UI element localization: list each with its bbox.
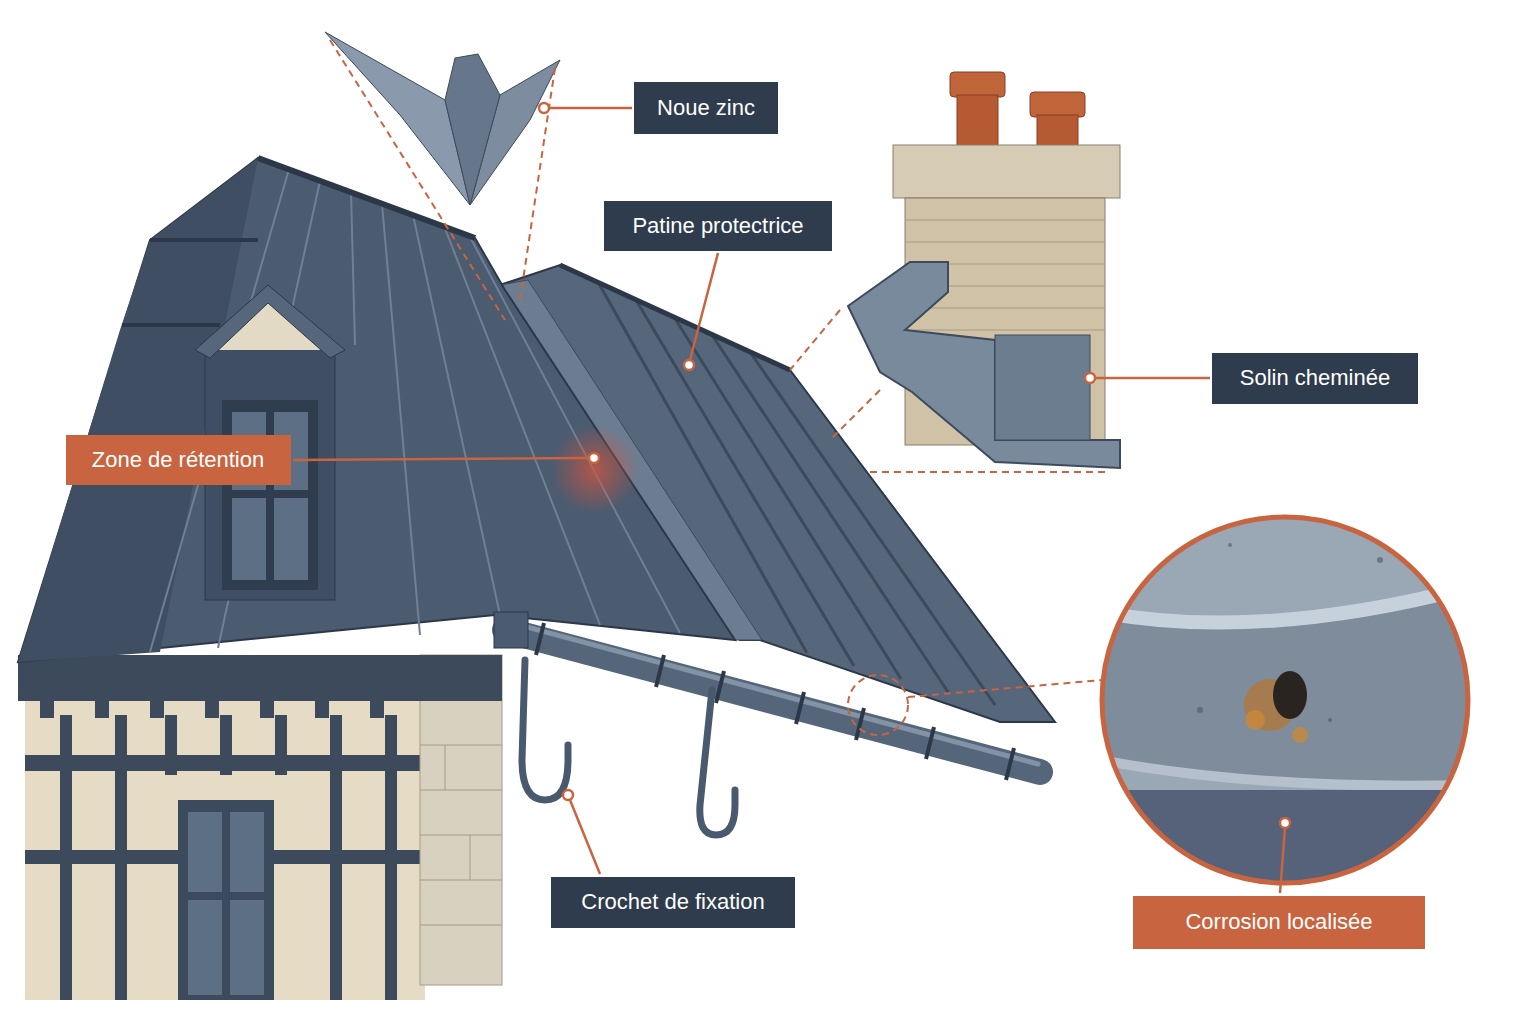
callout-label: Crochet de fixation [551, 877, 795, 928]
detail-leaders [330, 40, 1110, 735]
label-text: Solin cheminée [1240, 365, 1390, 391]
gutter-hooks [522, 660, 735, 835]
stone-corner [420, 655, 502, 985]
leader-dots [539, 103, 1290, 828]
label-text: Crochet de fixation [581, 889, 764, 915]
gutter [494, 612, 1040, 780]
cornice [18, 655, 502, 718]
label-text: Corrosion localisée [1185, 909, 1372, 935]
callout-label: Patine protectrice [604, 201, 832, 251]
valley-detail [325, 32, 560, 205]
half-timbered-wall [25, 700, 425, 1000]
callout-label: Solin cheminée [1212, 353, 1418, 404]
label-text: Patine protectrice [632, 213, 803, 239]
retention-zone [551, 426, 639, 514]
label-text: Zone de rétention [92, 447, 264, 473]
chimney-detail [848, 72, 1120, 468]
callout-label: Zone de rétention [66, 435, 291, 485]
label-leaders [293, 108, 1285, 893]
callout-label: Corrosion localisée [1133, 896, 1425, 949]
label-text: Noue zinc [657, 95, 755, 121]
callout-label: Noue zinc [634, 82, 778, 134]
